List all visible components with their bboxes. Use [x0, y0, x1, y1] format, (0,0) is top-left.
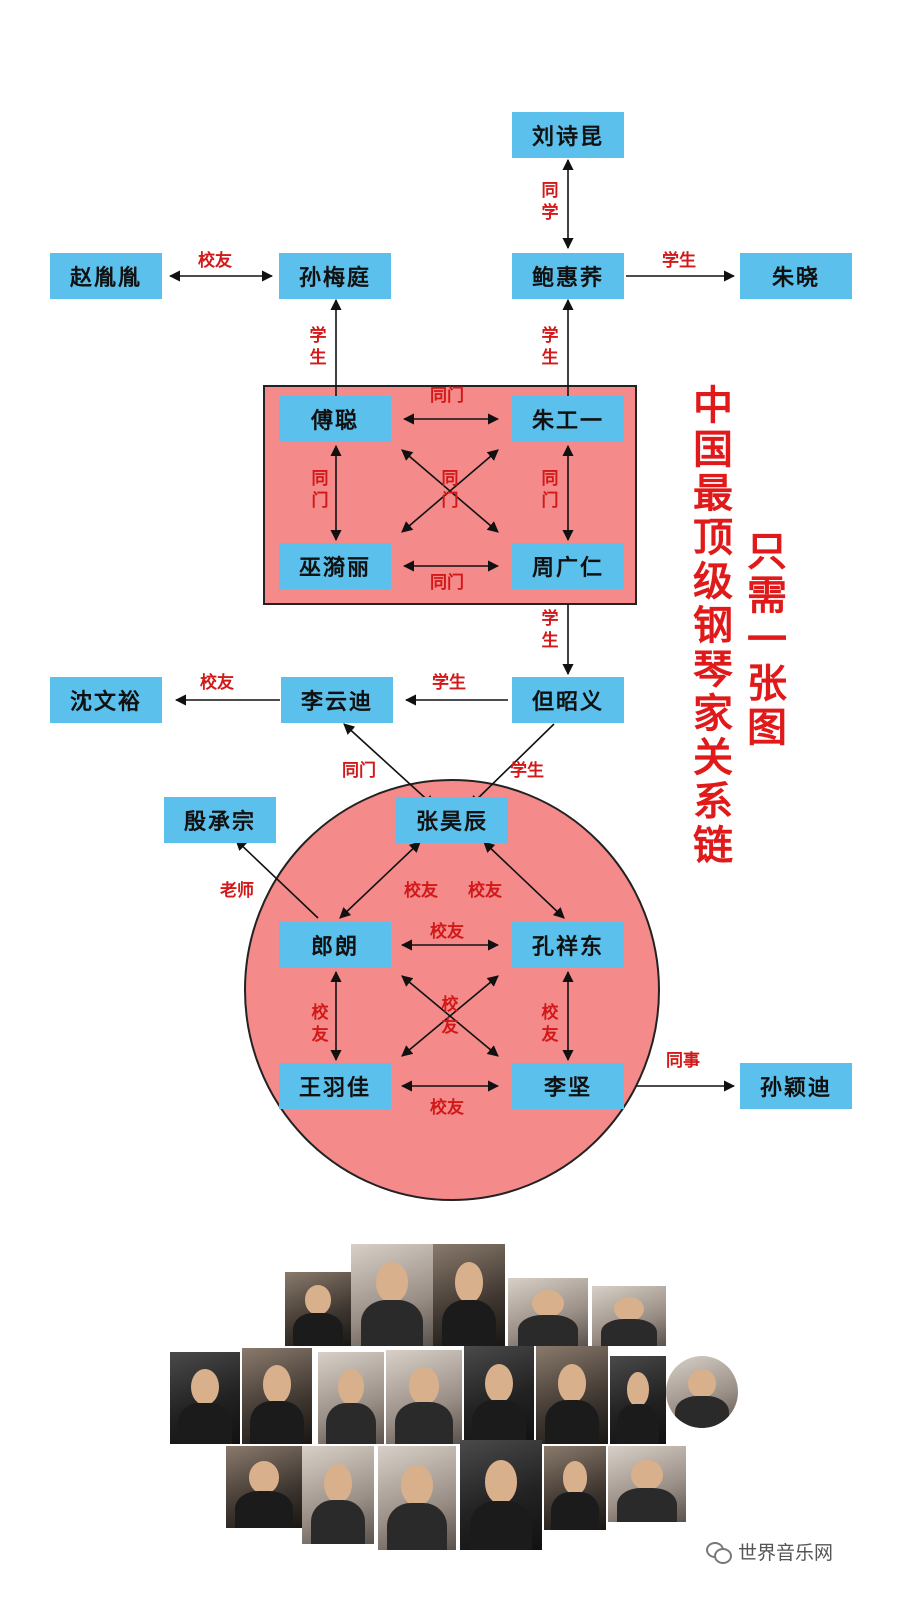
- edge-lang-yin: [235, 839, 319, 919]
- node-fu-cong: 傅聪: [279, 396, 391, 442]
- node-shen-wenyu: 沈文裕: [50, 677, 162, 723]
- label-zhao-sun: 校友: [198, 251, 232, 271]
- portrait-photo: [433, 1244, 505, 1346]
- edge-cross-b: [401, 449, 499, 533]
- portrait-photo: [508, 1278, 588, 1346]
- node-liu-shikun: 刘诗昆: [512, 112, 624, 158]
- portrait-photo: [226, 1446, 302, 1528]
- portrait-photo: [460, 1440, 542, 1550]
- watermark-text: 世界音乐网: [738, 1542, 834, 1564]
- label-ba-zhou: 同门: [430, 573, 464, 593]
- title-main: 中国最顶级钢琴家关系链: [693, 383, 733, 869]
- label-kong-lijian: 校友: [541, 1003, 559, 1045]
- label-zhugongyi-zhou: 同门: [541, 469, 559, 511]
- node-ba-yili: 巫漪丽: [279, 543, 391, 589]
- node-zhu-gongyi: 朱工一: [512, 396, 624, 442]
- edge-li-zhang: [343, 723, 435, 807]
- portrait-photo: [608, 1446, 686, 1522]
- label-fu-zhugongyi: 同门: [430, 386, 464, 406]
- watermark: 世界音乐网: [706, 1538, 833, 1565]
- node-bao-huiqiao: 鲍惠荞: [512, 253, 624, 299]
- portrait-photo: [170, 1352, 240, 1444]
- label-li-zhang: 同门: [342, 761, 376, 781]
- portrait-photo: [318, 1352, 384, 1444]
- node-wang-yujia: 王羽佳: [279, 1063, 391, 1109]
- label-li-shen: 校友: [200, 673, 234, 693]
- portrait-photo: [610, 1356, 666, 1444]
- node-zhang-haochen: 张昊辰: [396, 797, 508, 843]
- wechat-icon: [706, 1541, 732, 1564]
- node-li-jian: 李坚: [512, 1063, 624, 1109]
- label-circle-cross: 校友: [441, 995, 459, 1037]
- label-zhang-kong: 校友: [468, 881, 502, 901]
- label-zhang-lang: 校友: [404, 881, 438, 901]
- portrait-photo: [536, 1346, 608, 1444]
- portrait-photo: [351, 1244, 433, 1346]
- portrait-photo: [302, 1446, 374, 1544]
- edge-circle-cross-b: [401, 975, 499, 1057]
- portrait-photo: [666, 1356, 738, 1428]
- node-dan-zhaoyi: 但昭义: [512, 677, 624, 723]
- label-bao-zhuxiao: 学生: [662, 251, 696, 271]
- node-li-yundi: 李云迪: [281, 677, 393, 723]
- node-zhu-xiao: 朱晓: [740, 253, 852, 299]
- label-lang-wang: 校友: [311, 1003, 329, 1045]
- portrait-photo: [464, 1346, 534, 1444]
- label-cross: 同门: [441, 469, 459, 511]
- edge-zhang-lang: [339, 841, 421, 919]
- node-yin-chengzong: 殷承宗: [164, 797, 276, 843]
- portrait-photo: [386, 1350, 462, 1444]
- label-lang-kong: 校友: [430, 922, 464, 942]
- label-zhugongyi-bao: 学生: [541, 326, 559, 368]
- label-lijian-sunying: 同事: [666, 1051, 700, 1071]
- label-zhou-dan: 学生: [541, 609, 559, 651]
- title-sub: 只需一张图: [747, 529, 787, 751]
- label-wang-lijian: 校友: [430, 1098, 464, 1118]
- label-lang-yin: 老师: [220, 881, 254, 901]
- node-zhou-guangren: 周广仁: [512, 543, 624, 589]
- node-sun-yingdi: 孙颖迪: [740, 1063, 852, 1109]
- node-kong-xiangdong: 孔祥东: [512, 922, 624, 968]
- portrait-photo: [544, 1446, 606, 1530]
- label-fu-ba: 同门: [311, 469, 329, 511]
- portrait-photo: [592, 1286, 666, 1346]
- portrait-photo: [242, 1348, 312, 1444]
- node-zhao-yinyin: 赵胤胤: [50, 253, 162, 299]
- portrait-photo: [285, 1272, 351, 1346]
- label-fu-sun: 学生: [309, 326, 327, 368]
- label-liu-bao: 同学: [541, 181, 559, 223]
- schoolmate-group-circle: [244, 779, 660, 1201]
- edge-dan-zhang: [469, 723, 555, 807]
- edge-zhang-kong: [483, 841, 565, 919]
- node-sun-meiting: 孙梅庭: [279, 253, 391, 299]
- portrait-photo: [378, 1446, 456, 1550]
- label-dan-zhang: 学生: [510, 761, 544, 781]
- label-dan-li: 学生: [432, 673, 466, 693]
- node-lang-lang: 郎朗: [279, 922, 391, 968]
